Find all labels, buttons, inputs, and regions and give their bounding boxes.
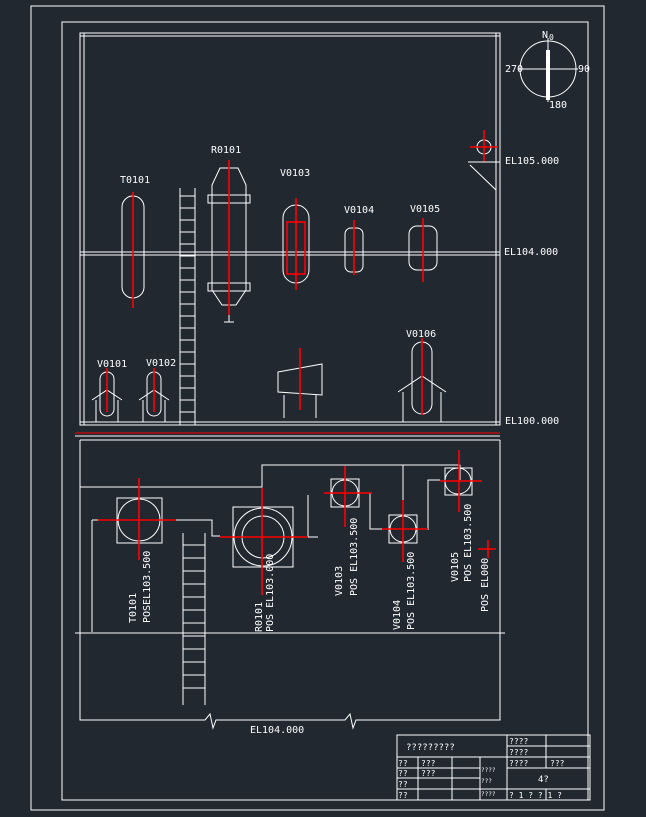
plan-tag-v0105: V0105 xyxy=(450,552,461,582)
compass-270: 270 xyxy=(505,64,523,75)
tb-cell: ?? xyxy=(398,769,408,778)
compass-0: 0 xyxy=(549,33,554,42)
sheet-count: ? 1 ? ? 1 ? xyxy=(509,791,562,800)
plan-tag-v0104: V0104 xyxy=(392,600,403,630)
plan-pos-v0105: POS EL103.500 xyxy=(463,504,474,582)
elevation-view: T0101 R0101 V0103 V0104 V0105 V0101 V010… xyxy=(79,32,559,427)
inner-frame xyxy=(61,21,589,801)
plan-tag-t0101: T0101 xyxy=(128,593,139,623)
tb-cell: ???? xyxy=(509,759,528,768)
tag-v0101: V0101 xyxy=(97,359,127,370)
tb-cell: ???? xyxy=(481,791,496,798)
plan-tag-v0103: V0103 xyxy=(334,566,345,596)
elevation-el104: EL104.000 xyxy=(504,247,558,258)
tag-v0105: V0105 xyxy=(410,204,440,215)
north-arrow-compass: N 0 90 180 270 xyxy=(505,30,590,111)
plan-pos-v0104: POS EL103.500 xyxy=(406,552,417,630)
tag-v0103: V0103 xyxy=(280,168,310,179)
elevation-el100: EL100.000 xyxy=(505,416,559,427)
elevation-el105: EL105.000 xyxy=(505,156,559,167)
tag-v0102: V0102 xyxy=(146,358,176,369)
tb-cell: ???? xyxy=(481,767,496,774)
tb-cell: ?? xyxy=(398,780,408,789)
tb-cell: ?? xyxy=(398,791,408,800)
tb-cell: ??? xyxy=(421,759,436,768)
outer-frame xyxy=(30,5,605,811)
tb-cell: ???? xyxy=(509,748,528,757)
plan-pos-r0101: POS EL103.000 xyxy=(265,554,276,632)
plan-pos-t0101: POSEL103.500 xyxy=(142,551,153,623)
tag-v0104: V0104 xyxy=(344,205,374,216)
title-block: ????????? ???? ???? ?? ??? ???? ??? ?? ?… xyxy=(396,734,591,801)
plan-pos-v0103: POS EL103.500 xyxy=(349,518,360,596)
tb-cell: ?? xyxy=(398,759,408,768)
tag-v0106: V0106 xyxy=(406,329,436,340)
tb-cell: ??? xyxy=(550,759,565,768)
plan-pos-misc: POS EL000 xyxy=(480,558,491,612)
compass-90: 90 xyxy=(578,64,590,75)
plan-view: T0101 POSEL103.500 R0101 POS EL103.000 V… xyxy=(75,432,505,736)
plan-elevation: EL104.000 xyxy=(250,725,304,736)
sheet-number: 4? xyxy=(538,775,549,785)
plan-tag-r0101: R0101 xyxy=(254,602,265,632)
tb-cell: ???? xyxy=(509,737,528,746)
tb-cell: ??? xyxy=(421,769,436,778)
drawing-title: ????????? xyxy=(406,743,455,753)
tag-t0101: T0101 xyxy=(120,175,150,186)
tb-cell: ??? xyxy=(481,778,492,785)
compass-north: N xyxy=(542,30,548,41)
compass-180: 180 xyxy=(549,100,567,111)
tag-r0101: R0101 xyxy=(211,145,241,156)
